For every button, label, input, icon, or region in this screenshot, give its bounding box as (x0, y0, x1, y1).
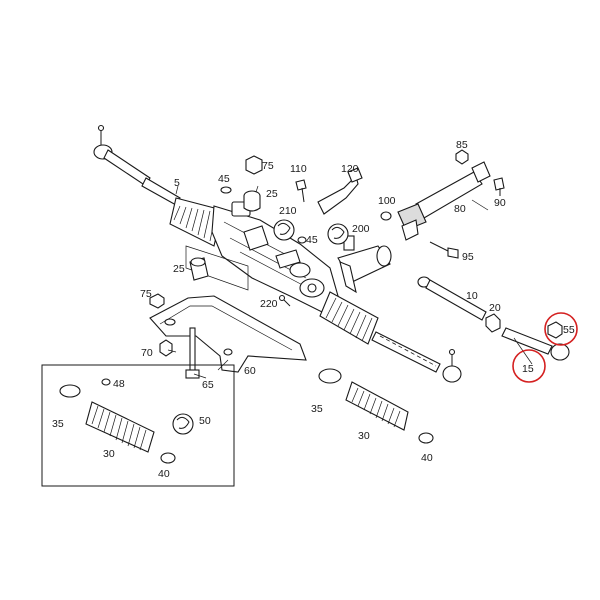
label-35-inset: 35 (52, 418, 64, 430)
label-220: 220 (260, 298, 278, 310)
label-80: 80 (454, 203, 466, 215)
label-40-right: 40 (421, 452, 433, 464)
label-35-right: 35 (311, 403, 323, 415)
inner-tie-rod-10 (417, 276, 487, 321)
intermediate-shaft (397, 161, 491, 241)
outer-tie-rod-15 (501, 327, 570, 361)
shaft-nut-85 (455, 149, 469, 165)
mount-washer (159, 339, 173, 357)
highlight-circle-55 (544, 312, 578, 346)
label-25-lower: 25 (173, 263, 185, 275)
label-48: 48 (113, 378, 125, 390)
circlip-200 (327, 223, 349, 245)
label-100: 100 (378, 195, 396, 207)
label-5: 5 (174, 177, 180, 189)
washer-100 (380, 211, 392, 221)
label-85: 85 (456, 139, 468, 151)
label-75-upper: 75 (262, 160, 274, 172)
rubber-mount-upper (243, 190, 261, 212)
valve-housing (337, 235, 392, 294)
boot-kit-right (318, 368, 434, 444)
label-10: 10 (466, 290, 478, 302)
left-bellows-boot (169, 197, 223, 247)
castle-nut-55 (547, 321, 563, 339)
bracket-bolt (185, 327, 200, 379)
oring-45b (297, 236, 307, 244)
label-30-inset: 30 (103, 448, 115, 460)
screw-220 (278, 294, 291, 307)
label-15: 15 (522, 363, 534, 375)
lock-nut-20 (485, 313, 501, 333)
right-tie-rod (371, 331, 462, 383)
label-75-lower: 75 (140, 288, 152, 300)
bolt-110 (295, 179, 307, 203)
highlight-circle-15 (512, 349, 546, 383)
label-95: 95 (462, 251, 474, 263)
label-20: 20 (489, 302, 501, 314)
shaft-bolt-95 (429, 241, 459, 259)
mounting-bracket (149, 295, 307, 373)
label-110: 110 (290, 163, 307, 175)
label-25-upper: 25 (266, 188, 278, 200)
label-30-right: 30 (358, 430, 370, 442)
label-40-inset: 40 (158, 468, 170, 480)
inset-boot-kit-box (41, 364, 235, 487)
line-clamp-120 (317, 167, 363, 215)
shaft-bolt-90 (493, 177, 505, 196)
nut-upper (245, 155, 263, 175)
label-200: 200 (352, 223, 370, 235)
left-tie-rod-end (93, 124, 181, 206)
circlip-210 (273, 219, 295, 241)
label-65: 65 (202, 379, 214, 391)
label-45-middle: 45 (306, 234, 318, 246)
label-120: 120 (341, 163, 359, 175)
mount-nut (149, 293, 165, 309)
label-60: 60 (244, 365, 256, 377)
rubber-mount-lower (189, 257, 209, 281)
label-90: 90 (494, 197, 506, 209)
label-70: 70 (141, 347, 153, 359)
steering-gear-housing (211, 201, 339, 313)
label-45-upper: 45 (218, 173, 230, 185)
label-55: 55 (563, 324, 575, 336)
washer-upper (220, 186, 232, 194)
label-210: 210 (279, 205, 297, 217)
right-bellows-boot (319, 291, 379, 345)
label-50: 50 (199, 415, 211, 427)
